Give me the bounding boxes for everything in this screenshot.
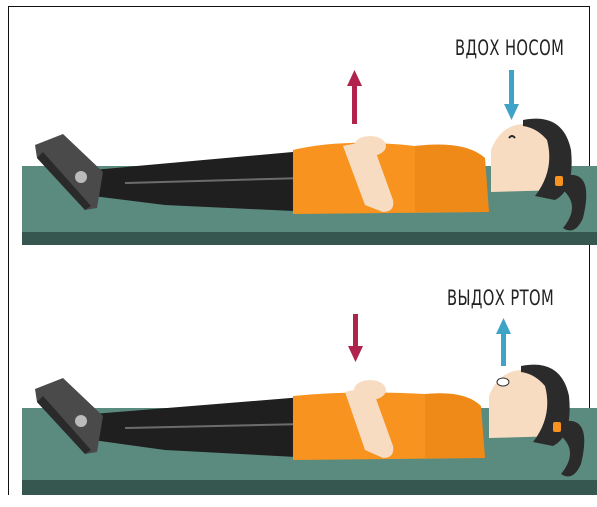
arrow-up-icon bbox=[347, 70, 362, 124]
arrow-up-icon bbox=[496, 318, 511, 366]
mat-side bbox=[22, 480, 597, 495]
exhale-caption: ВЫДОХ РТОМ bbox=[447, 286, 554, 310]
frame-left-border bbox=[8, 6, 9, 495]
arrow-down-icon bbox=[504, 70, 519, 120]
arrow-down-icon bbox=[348, 314, 363, 362]
exhale-panel: ВЫДОХ РТОМ bbox=[15, 250, 597, 500]
inhale-caption: ВДОХ НОСОМ bbox=[455, 36, 564, 60]
mat-side bbox=[22, 232, 597, 245]
inhale-panel: ВДОХ НОСОМ bbox=[15, 0, 597, 250]
